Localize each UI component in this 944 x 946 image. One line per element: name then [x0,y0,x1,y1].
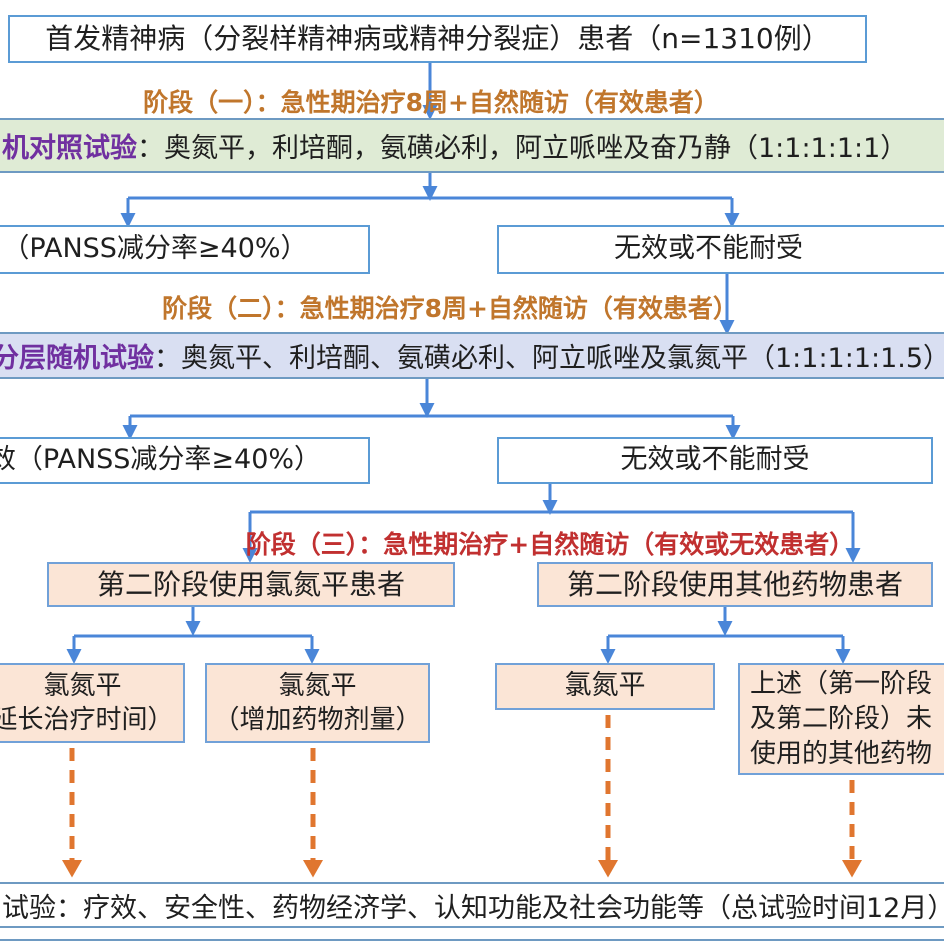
stage3-label: 阶段（三）：急性期治疗+自然随访（有效或无效患者） [245,530,855,559]
rct-bar-highlight: 机对照试验 [2,133,137,164]
clozapine-extend-line1: 氯氮平 [43,671,122,701]
patient-box-text: 首发精神病（分裂样精神病或精神分裂症）患者（n=1310例） [45,22,830,56]
clozapine-increase-line2: （增加药物剂量） [213,705,422,735]
clozapine-increase-box: 氯氮平 （增加药物剂量） [205,663,430,743]
bottom-edge-line [0,939,944,941]
stage2-label: 阶段（二）：急性期治疗8周+自然随访（有效患者） [162,294,738,323]
followup-bar: 试验：疗效、安全性、药物经济学、认知功能及社会功能等（总试验时间12月） [0,882,944,928]
clozapine-increase-line1: 氯氮平 [278,671,357,701]
clozapine-group-box: 第二阶段使用氯氮平患者 [47,562,455,607]
followup-bar-text: 试验：疗效、安全性、药物经济学、认知功能及社会功能等（总试验时间12月） [2,892,944,924]
stage1-label: 阶段（一）：急性期治疗8周+自然随访（有效患者） [143,88,719,117]
other-drugs-line3: 使用的其他药物 [750,738,933,769]
nonresponse-box-2-text: 无效或不能耐受 [620,444,810,476]
clozapine-box: 氯氮平 [495,663,715,710]
clozapine-group-box-text: 第二阶段使用氯氮平患者 [96,567,405,601]
stratified-bar: 分层随机试验：奥氮平、利培酮、氨磺必利、阿立哌唑及氯氮平（1:1:1:1:1.5… [0,332,944,379]
clozapine-box-text: 氯氮平 [564,670,646,702]
other-drugs-group-box: 第二阶段使用其他药物患者 [537,562,933,607]
clozapine-extend-line2: 延长治疗时间） [0,705,174,735]
stratified-bar-highlight: 分层随机试验 [0,343,154,374]
other-drugs-line1: 上述（第一阶段 [750,668,933,699]
rct-bar: 机对照试验：奥氮平，利培酮，氨磺必利，阿立哌唑及奋乃静（1:1:1:1:1） [0,118,944,173]
response-box-2-text: 效（PANSS减分率≥40%） [0,444,322,476]
nonresponse-box-2: 无效或不能耐受 [497,437,933,484]
response-box-1-text: （PANSS减分率≥40%） [2,233,308,265]
other-drugs-box: 上述（第一阶段 及第二阶段）未 使用的其他药物 [738,663,944,775]
response-box-2: 效（PANSS减分率≥40%） [0,437,370,484]
stratified-bar-text: ：奥氮平、利培酮、氨磺必利、阿立哌唑及氯氮平（1:1:1:1:1.5） [154,343,944,374]
patient-box: 首发精神病（分裂样精神病或精神分裂症）患者（n=1310例） [8,15,867,63]
response-box-1: （PANSS减分率≥40%） [0,225,370,274]
clozapine-extend-box: 氯氮平 延长治疗时间） [0,663,185,743]
nonresponse-box-1-text: 无效或不能耐受 [614,233,803,265]
other-drugs-line2: 及第二阶段）未 [750,703,933,734]
nonresponse-box-1: 无效或不能耐受 [497,225,944,274]
rct-bar-text: ：奥氮平，利培酮，氨磺必利，阿立哌唑及奋乃静（1:1:1:1:1） [137,133,908,164]
other-drugs-group-box-text: 第二阶段使用其他药物患者 [566,567,903,601]
